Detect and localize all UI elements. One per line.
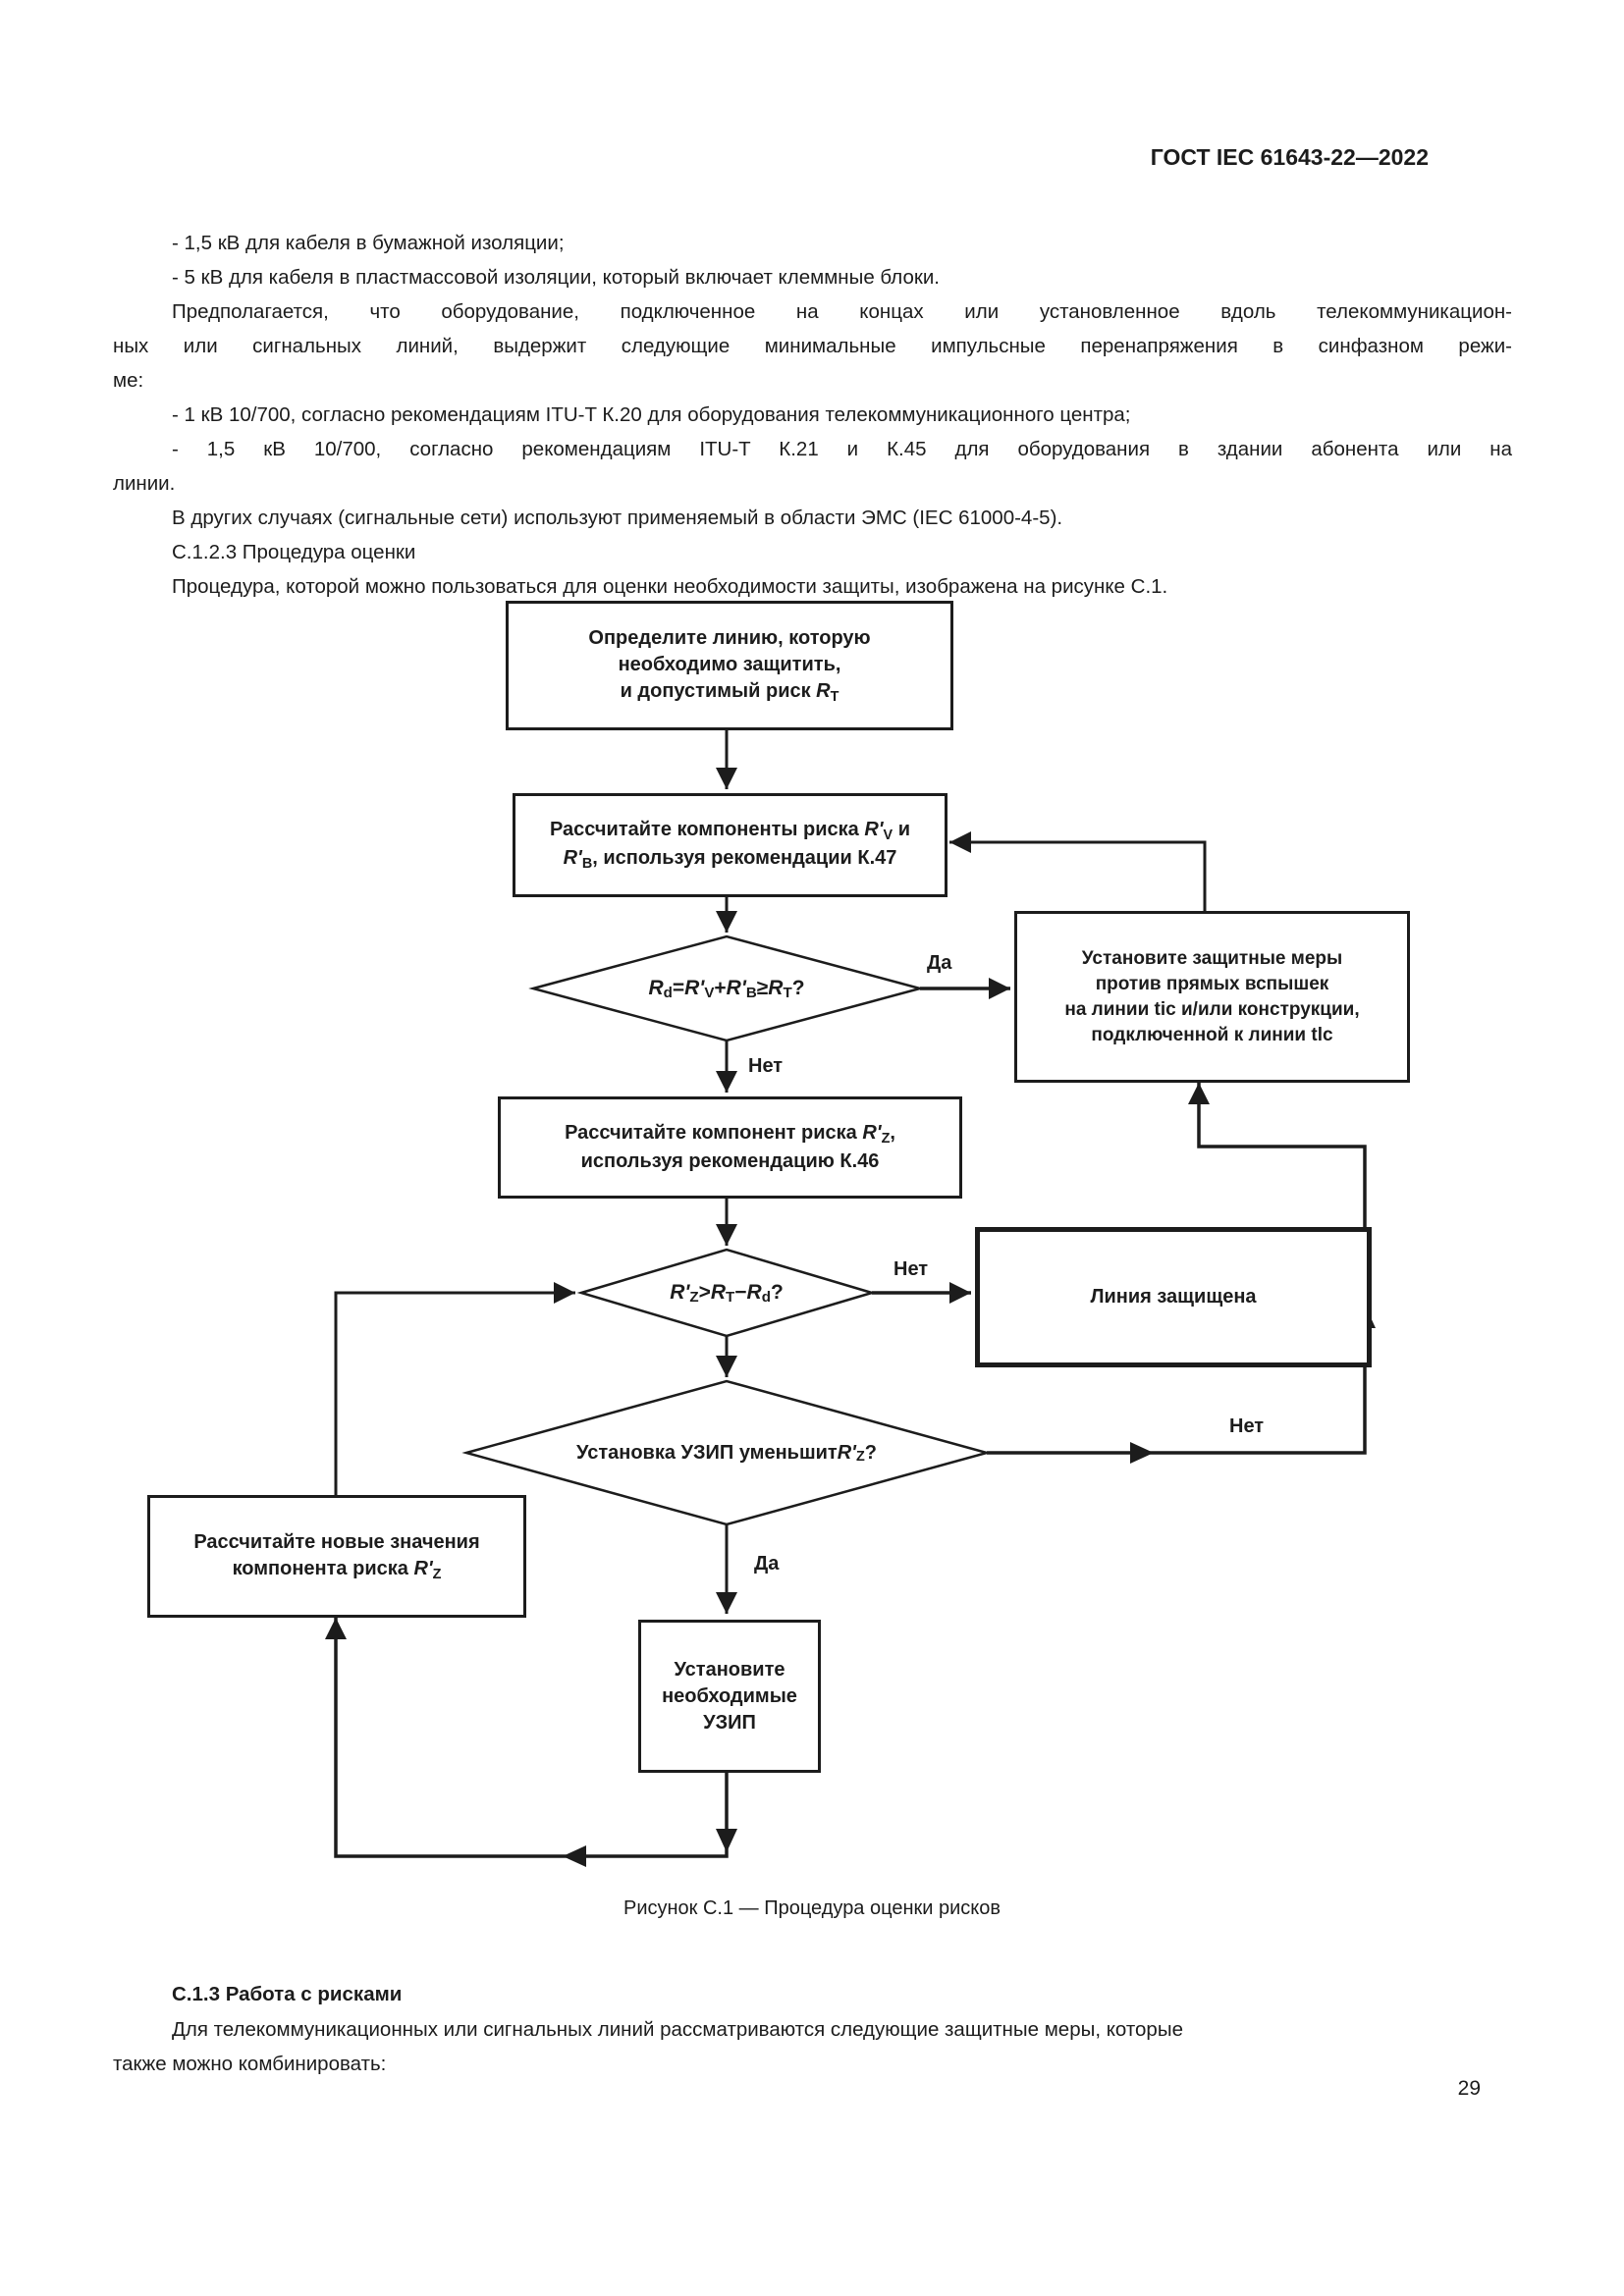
flow-box-text: Установите защитные меры (1081, 947, 1343, 969)
flow-box-text: и допустимый риск RT (620, 679, 839, 705)
flowchart-connectors (325, 724, 1376, 1867)
flow-box-define-line: Определите линию, которую необходимо защ… (506, 601, 953, 730)
arrowhead-down (716, 1829, 737, 1852)
branch-label-no: Нет (893, 1258, 929, 1280)
body-line: ных или сигнальных линий, выдержит следу… (113, 335, 1512, 357)
flow-box-text: УЗИП (703, 1711, 756, 1734)
arrowhead-left (563, 1845, 586, 1867)
body-line: - 1 кВ 10/700, согласно рекомендациям IT… (172, 403, 1131, 426)
figure-caption: Рисунок C.1 — Процедура оценки рисков (623, 1897, 1001, 1919)
branch-label-no: Нет (748, 1055, 784, 1077)
flow-box-text: на линии tic и/или конструкции, (1064, 998, 1360, 1020)
arrowhead-right (1130, 1442, 1154, 1464)
body-line: C.1.2.3 Процедура оценки (172, 541, 416, 563)
flow-box-text: используя рекомендацию К.46 (580, 1150, 880, 1172)
connector-dec3-no-feedback (987, 1083, 1367, 1455)
decision-text-spd: Установка УЗИП уменьшит R'Z? (576, 1441, 877, 1466)
body-line: В других случаях (сигнальные сети) испол… (172, 507, 1063, 529)
connector-newvalues-to-dec2 (334, 1282, 575, 1495)
body-line: Предполагается, что оборудование, подклю… (172, 300, 1512, 323)
flow-box-text: Установите (674, 1658, 785, 1681)
body-line: ме: (113, 369, 144, 392)
flow-box-protect-direct-flashes: Установите защитные меры против прямых в… (1014, 911, 1410, 1083)
body-line: линии. (113, 472, 176, 495)
flow-box-text: Определите линию, которую (588, 626, 871, 649)
flow-box-text: подключенной к линии tlc (1091, 1024, 1333, 1045)
decision-diamond-spd (461, 1379, 992, 1526)
flow-box-text: R'B, используя рекомендации К.47 (563, 847, 897, 873)
flow-box-text: необходимые (662, 1684, 797, 1707)
connector-spd-to-newvalues (325, 1618, 729, 1858)
body-line: - 1,5 кВ 10/700, согласно рекомендациям … (172, 438, 1512, 460)
branch-label-yes: Да (927, 952, 952, 974)
section-paragraph-line: также можно комбинировать: (113, 2053, 387, 2075)
body-line: - 5 кВ для кабеля в пластмассовой изоляц… (172, 266, 940, 289)
risk-assessment-flowchart: Определите линию, которую необходимо защ… (0, 589, 1624, 1924)
flow-box-text: компонента риска R'Z (232, 1557, 442, 1582)
flow-box-new-values: Рассчитайте новые значения компонента ри… (147, 1495, 526, 1618)
body-line: Процедура, которой можно пользоваться дл… (172, 575, 1168, 598)
decision-diamond-rz (576, 1248, 877, 1338)
body-line: - 1,5 кВ для кабеля в бумажной изоляции; (172, 232, 565, 254)
branch-label-yes: Да (754, 1553, 780, 1575)
flow-box-text: Линия защищена (1090, 1286, 1257, 1308)
page-header: ГОСТ IEC 61643-22—2022 (1150, 144, 1429, 170)
section-heading: C.1.3 Работа с рисками (172, 1983, 403, 2005)
flow-box-calc-rv-rb: Рассчитайте компоненты риска R'V и R'B, … (513, 793, 947, 897)
flow-box-text: Рассчитайте компонент риска R'Z, (565, 1122, 895, 1148)
section-paragraph-line: Для телекоммуникационных или сигнальных … (172, 2018, 1183, 2041)
flow-box-text: Рассчитайте компоненты риска R'V и (549, 819, 911, 844)
decision-diamond-rd (528, 934, 925, 1042)
flow-box-line-protected: Линия защищена (975, 1227, 1372, 1367)
page-number: 29 (1457, 2077, 1481, 2100)
flow-box-calc-rz: Рассчитайте компонент риска R'Z, использ… (498, 1096, 962, 1199)
flow-box-text: необходимо защитить, (618, 653, 841, 675)
flow-box-text: против прямых вспышек (1095, 973, 1329, 994)
flow-box-install-spd: Установите необходимые УЗИП (638, 1620, 821, 1773)
branch-label-no: Нет (1229, 1415, 1265, 1437)
connector-protect-to-calc-feedback (949, 831, 1207, 911)
flow-box-text: Рассчитайте новые значения (193, 1530, 480, 1553)
